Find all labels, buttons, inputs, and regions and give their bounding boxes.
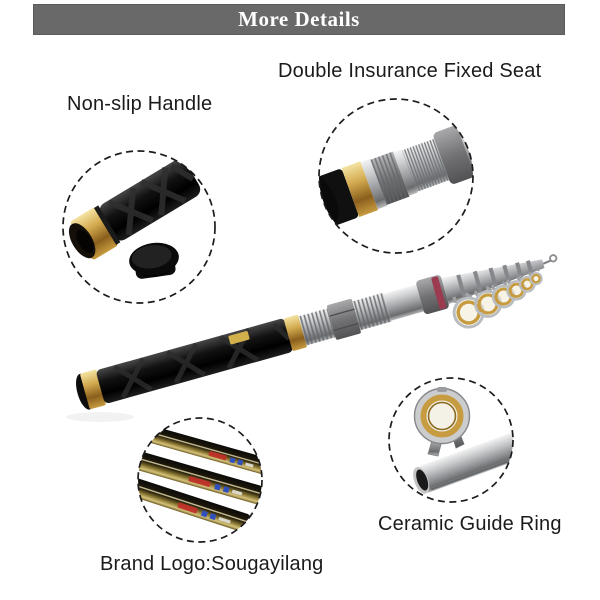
handle-closeup-opening-depth: [76, 229, 94, 254]
seat-barrel: [383, 284, 424, 321]
maroon-band: [431, 276, 447, 310]
ceramic-guide-ring-closeup: [413, 387, 513, 494]
guide-ring: [529, 268, 543, 286]
seat-closeup-end-face: [319, 177, 339, 227]
callout-circle-brand-logo: [137, 417, 263, 543]
guide-closeup-rod-shade: [430, 452, 513, 491]
fore-gold-ring: [283, 314, 307, 351]
label-double-insurance-fixed-seat: Double Insurance Fixed Seat: [278, 60, 542, 82]
section-collars: [456, 260, 534, 299]
logo-blank-section: [138, 478, 250, 533]
handle-closeup-gold-ferrule: [70, 207, 118, 260]
label-non-slip-handle: Non-slip Handle: [67, 93, 213, 115]
handle-closeup-butt-cap: [129, 242, 179, 279]
seat-closeup-knurl-ridges: [370, 151, 410, 205]
handle-gold-label: [228, 331, 250, 345]
fixed-seat-closeup: [319, 124, 473, 227]
guide-rings: [452, 268, 543, 329]
callout-circle-guide-ring: [388, 377, 514, 503]
guide-ring: [452, 292, 485, 329]
handle-closeup-weave: [108, 163, 195, 236]
logo-blank-section: [138, 423, 262, 474]
guide-frame-top-clamp: [437, 387, 447, 392]
callout-circle-fixed-seat: [318, 98, 474, 254]
seat-closeup-coil-ridges: [402, 138, 450, 192]
tip-loop: [549, 254, 558, 263]
banner-title: More Details: [238, 7, 360, 31]
non-slip-handle-closeup: [68, 159, 201, 279]
rod-butt-gold-ring: [80, 369, 106, 410]
logo-blank-section: [138, 449, 262, 504]
handle-closeup-grip: [99, 159, 201, 241]
label-ceramic-guide-ring: Ceramic Guide Ring: [378, 513, 562, 535]
rod-photo: [66, 254, 558, 422]
lock-nut-facets: [329, 308, 359, 332]
seat-thread-b-ridges: [352, 292, 392, 331]
callout-circle-handle: [62, 150, 216, 304]
seat-thread-a-ridges: [298, 308, 336, 346]
seat-closeup-gold-band: [341, 161, 379, 218]
guide-closeup-tube-hole: [416, 469, 429, 491]
rod-shadow: [66, 412, 134, 422]
handle-closeup-seam: [93, 205, 121, 245]
seat-closeup-collar: [433, 126, 473, 184]
more-details-banner: More Details: [33, 4, 565, 35]
ceramic-ring-inner-edge: [427, 401, 457, 431]
rod-tip: [542, 259, 552, 265]
brand-logo-closeup: [138, 423, 262, 533]
handle-weave-pattern: [112, 322, 291, 399]
seat-closeup-chrome-ring: [360, 158, 388, 210]
guide-closeup-rod: [416, 430, 513, 493]
label-brand-logo: Brand Logo:Sougayilang: [100, 553, 324, 575]
seat-closeup-chrome-ring-2: [393, 149, 418, 196]
